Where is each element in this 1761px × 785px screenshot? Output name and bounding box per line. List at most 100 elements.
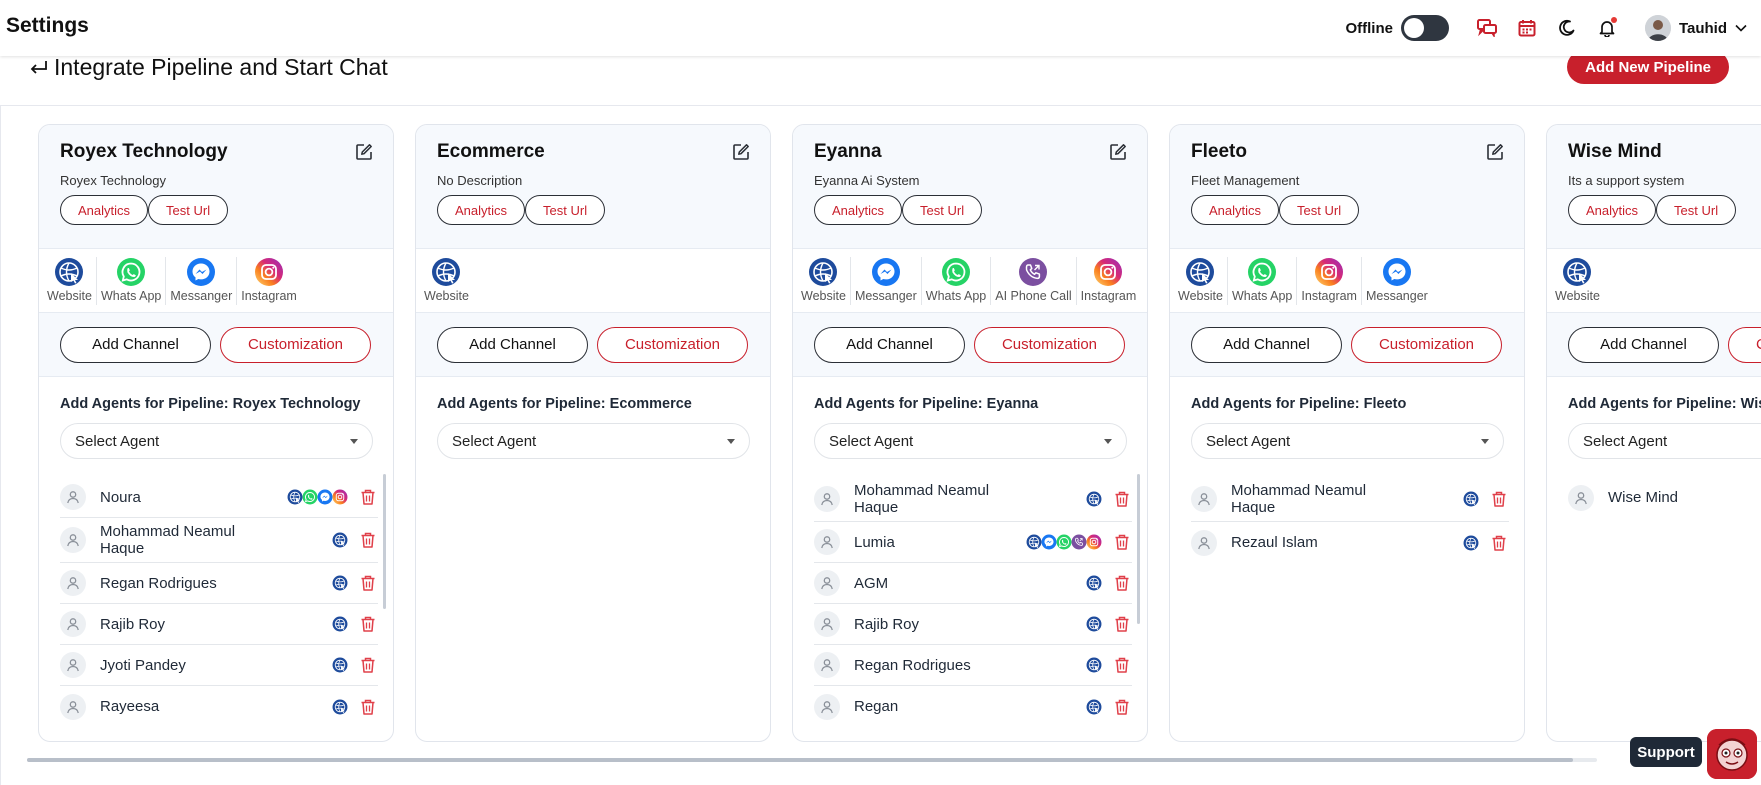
edit-icon[interactable] [1486,143,1504,161]
website-icon [1463,535,1479,551]
channel-item[interactable]: AI Phone Call [991,257,1077,305]
channel-item[interactable]: Instagram [237,257,301,305]
pipeline-description: Fleet Management [1191,173,1300,188]
agents-heading: Add Agents for Pipeline: Wise Mind [1568,396,1761,412]
add-channel-button[interactable]: Add Channel [1191,326,1342,363]
customization-button[interactable]: Customization [1351,326,1502,363]
delete-icon[interactable] [1491,534,1507,551]
delete-icon[interactable] [1114,616,1130,633]
delete-icon[interactable] [1114,575,1130,592]
customization-button[interactable]: Customization [974,326,1125,363]
channel-item[interactable]: Whats App [97,257,167,305]
add-channel-button[interactable]: Add Channel [814,326,965,363]
delete-icon[interactable] [360,532,376,549]
online-toggle[interactable] [1400,15,1449,41]
agent-row: Regan [814,686,1132,727]
delete-icon[interactable] [1114,657,1130,674]
edit-icon[interactable] [355,143,373,161]
select-agent-dropdown[interactable]: Select Agent [60,423,373,459]
select-agent-dropdown[interactable]: Select Agent [1191,423,1504,459]
user-name[interactable]: Tauhid [1678,19,1727,37]
analytics-button[interactable]: Analytics [814,195,903,225]
person-icon [1191,486,1217,512]
pipeline-name: Ecommerce [437,141,545,162]
edit-icon[interactable] [732,143,750,161]
customization-button[interactable]: Customization [220,326,371,363]
moon-icon[interactable] [1556,17,1578,39]
user-avatar[interactable] [1644,15,1671,41]
add-channel-button[interactable]: Add Channel [437,326,588,363]
delete-icon[interactable] [360,575,376,592]
test-url-button[interactable]: Test Url [525,195,606,225]
support-button[interactable]: Support [1630,737,1702,767]
chat-icon[interactable] [1476,17,1498,39]
website-icon [808,257,838,287]
messenger-icon [871,257,901,287]
test-url-button[interactable]: Test Url [148,195,229,225]
add-channel-button[interactable]: Add Channel [60,326,211,363]
agent-name: Mohammad Neamul Haque [100,523,236,557]
support-bot-avatar[interactable] [1707,729,1757,779]
vertical-scrollbar[interactable] [1137,474,1140,624]
delete-icon[interactable] [1491,491,1507,508]
back-arrow-icon[interactable] [28,58,50,80]
agent-row: Regan Rodrigues [814,645,1132,686]
analytics-button[interactable]: Analytics [1191,195,1280,225]
analytics-button[interactable]: Analytics [60,195,149,225]
channel-item[interactable]: Website [1174,257,1228,305]
delete-icon[interactable] [360,698,376,715]
pipeline-name: Eyanna [814,141,882,162]
add-channel-button[interactable]: Add Channel [1568,326,1719,363]
bell-icon[interactable] [1596,17,1618,39]
messenger-icon [1041,534,1057,550]
analytics-button[interactable]: Analytics [1568,195,1657,225]
agent-row: Mohammad Neamul Haque [814,477,1132,522]
edit-icon[interactable] [1109,143,1127,161]
select-agent-dropdown[interactable]: Select Agent [1568,423,1761,459]
channel-item[interactable]: Website [797,257,851,305]
channel-item[interactable]: Website [420,257,473,305]
channel-item[interactable]: Instagram [1077,257,1141,305]
test-url-button[interactable]: Test Url [1279,195,1360,225]
channel-item[interactable]: Whats App [1228,257,1298,305]
status-label: Offline [1345,19,1393,37]
whatsapp-icon [302,489,318,505]
analytics-button[interactable]: Analytics [437,195,526,225]
test-url-button[interactable]: Test Url [902,195,983,225]
channel-item[interactable]: Messanger [851,257,922,305]
delete-icon[interactable] [1114,534,1130,551]
website-icon [1086,699,1102,715]
delete-icon[interactable] [360,657,376,674]
channel-item[interactable]: Website [1551,257,1604,305]
delete-icon[interactable] [1114,491,1130,508]
delete-icon[interactable] [360,616,376,633]
agent-name: Mohammad Neamul Haque [1231,482,1367,516]
chevron-down-icon[interactable] [1735,19,1747,37]
vertical-scrollbar[interactable] [383,474,386,609]
select-agent-dropdown[interactable]: Select Agent [437,423,750,459]
select-agent-dropdown[interactable]: Select Agent [814,423,1127,459]
website-icon [332,575,348,591]
delete-icon[interactable] [360,489,376,506]
page-title: Integrate Pipeline and Start Chat [54,54,388,80]
website-icon [1086,575,1102,591]
test-url-button[interactable]: Test Url [1656,195,1737,225]
channel-item[interactable]: Whats App [922,257,992,305]
website-icon [1026,534,1042,550]
customization-button[interactable]: Customization [1728,326,1761,363]
agent-row: Noura [60,477,378,518]
channel-label: Whats App [100,289,162,303]
instagram-icon [1086,534,1102,550]
channel-item[interactable]: Instagram [1297,257,1362,305]
phone-icon [1071,534,1087,550]
channel-item[interactable]: Messanger [166,257,238,305]
delete-icon[interactable] [1114,698,1130,715]
channel-item[interactable]: Messanger [1362,257,1432,305]
customization-button[interactable]: Customization [597,326,748,363]
channel-item[interactable]: Website [43,257,97,305]
agent-name: Lumia [854,533,895,551]
horizontal-scrollbar[interactable] [27,758,1573,762]
calendar-icon[interactable] [1516,17,1538,39]
